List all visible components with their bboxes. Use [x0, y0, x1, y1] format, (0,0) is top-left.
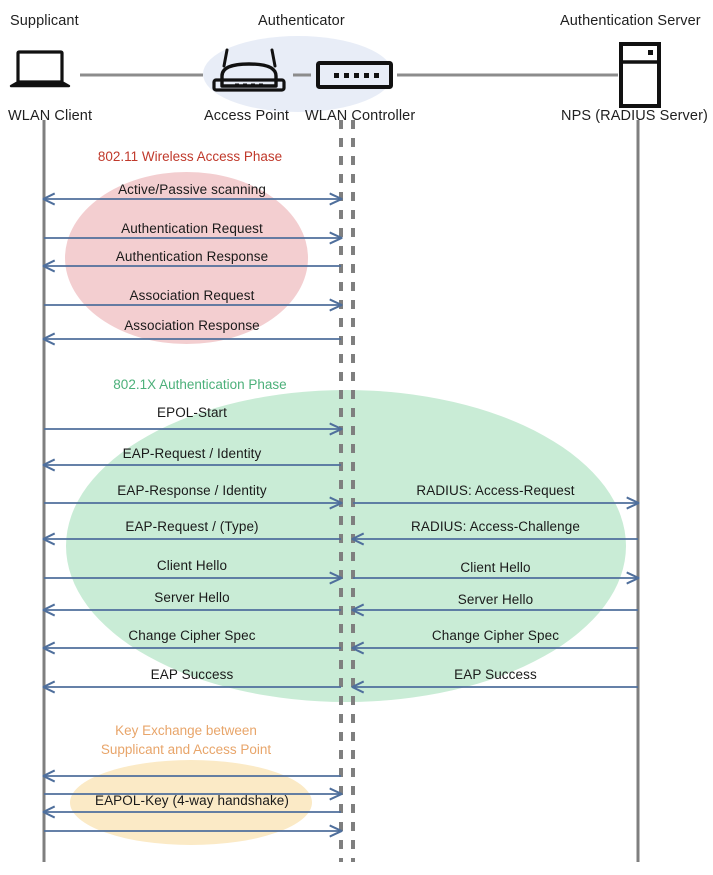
laptop-icon	[9, 50, 71, 88]
message-label-radius-access-request: RADIUS: Access-Request	[416, 483, 575, 498]
actor-device-wlan-client: WLAN Client	[8, 108, 93, 124]
message-label-client-hello-right: Client Hello	[460, 560, 531, 575]
message-label-radius-access-challenge: RADIUS: Access-Challenge	[411, 519, 580, 534]
message-arrows-right	[353, 503, 638, 687]
message-label-active-passive-scanning: Active/Passive scanning	[118, 182, 266, 197]
wlan-controller-icon	[316, 61, 393, 89]
phase-caption-key-exchange-line1: Key Exchange between	[115, 723, 257, 738]
actor-device-access-point: Access Point	[204, 108, 290, 124]
actor-role-supplicant: Supplicant	[10, 13, 79, 29]
message-label-epol-start: EPOL-Start	[156, 405, 228, 420]
message-label-authentication-response: Authentication Response	[115, 249, 269, 264]
access-point-icon	[212, 48, 286, 92]
message-label-client-hello-left: Client Hello	[156, 558, 228, 573]
message-label-change-cipher-spec-left: Change Cipher Spec	[128, 628, 256, 643]
phase-caption-key-exchange-line2: Supplicant and Access Point	[100, 742, 272, 757]
actor-device-nps-radius-server: NPS (RADIUS Server)	[561, 108, 708, 124]
message-arrows-left	[44, 199, 341, 831]
actor-role-authentication-server: Authentication Server	[560, 13, 701, 29]
message-label-eap-response-identity: EAP-Response / Identity	[117, 483, 267, 498]
message-label-eap-request-identity: EAP-Request / Identity	[122, 446, 262, 461]
access-point-led-dots	[235, 83, 263, 88]
phase-caption-wireless: 802.11 Wireless Access Phase	[97, 149, 283, 164]
message-label-association-request: Association Request	[129, 288, 255, 303]
phase-caption-8021x: 802.1X Authentication Phase	[113, 377, 287, 392]
wlan-controller-led-dots	[334, 73, 379, 78]
message-label-eap-success-right: EAP Success	[454, 667, 537, 682]
message-label-change-cipher-spec-right: Change Cipher Spec	[431, 628, 560, 643]
message-label-eap-success-left: EAP Success	[150, 667, 234, 682]
actor-role-authenticator: Authenticator	[258, 13, 345, 29]
phase-ellipse-8021x	[66, 390, 626, 702]
message-label-authentication-request: Authentication Request	[121, 221, 263, 236]
message-label-server-hello-left: Server Hello	[154, 590, 230, 605]
actor-device-wlan-controller: WLAN Controller	[305, 108, 416, 124]
message-label-association-response: Association Response	[124, 318, 260, 333]
message-label-eap-request-type: EAP-Request / (Type)	[125, 519, 259, 534]
phase-caption-key-exchange: Key Exchange between Supplicant and Acce…	[0, 721, 372, 759]
message-label-eapol-key-handshake: EAPOL-Key (4-way handshake)	[94, 793, 290, 808]
message-label-server-hello-right: Server Hello	[457, 592, 534, 607]
server-icon	[619, 42, 661, 108]
